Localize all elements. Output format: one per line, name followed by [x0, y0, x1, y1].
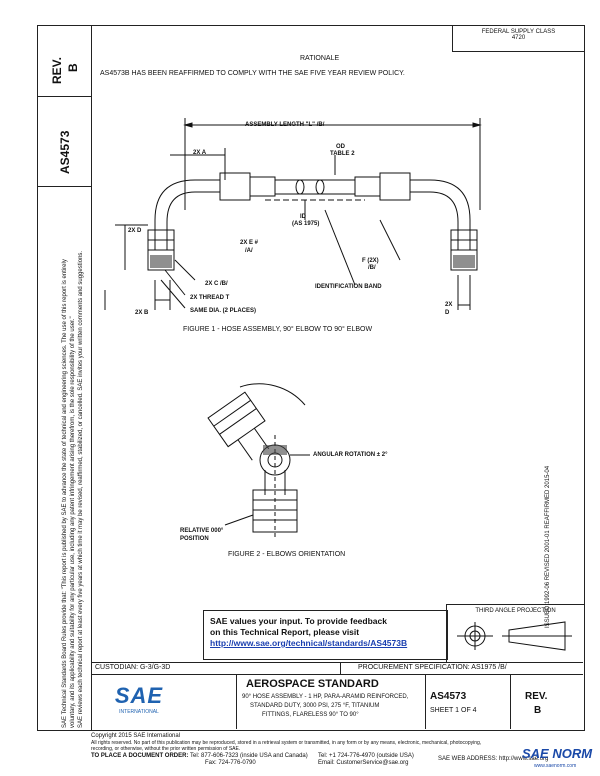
- disclaimer-line-2: voluntary, and its applicability and sui…: [70, 316, 76, 728]
- dim-2xe: 2X E #: [240, 240, 259, 246]
- position-label: POSITION: [180, 536, 209, 542]
- left-column: REV. B AS4573: [37, 25, 92, 731]
- federal-supply-label: FEDERAL SUPPLY CLASS: [481, 29, 556, 35]
- dim-f-sub: /B/: [368, 265, 376, 271]
- projection-symbol: [457, 621, 572, 651]
- watermark-logo: SAE NORM: [522, 746, 593, 761]
- dim-as1975: (AS 1975): [292, 221, 320, 227]
- disclaimer-line-3: SAE reviews each technical report at lea…: [78, 250, 84, 728]
- rev-label: REV.: [50, 57, 64, 84]
- feedback-link[interactable]: http://www.sae.org/technical/standards/A…: [210, 638, 408, 648]
- title-line-2: STANDARD DUTY, 3000 PSI, 275 °F, TITANIU…: [250, 703, 380, 709]
- rationale-text: AS4573B HAS BEEN REAFFIRMED TO COMPLY WI…: [100, 70, 405, 77]
- feedback-line-2: on this Technical Report, please visit: [210, 627, 360, 637]
- order-label: TO PLACE A DOCUMENT ORDER:: [91, 753, 189, 759]
- sae-logo-sub: INTERNATIONAL: [119, 709, 159, 715]
- email: Email: CustomerService@sae.org: [318, 760, 409, 766]
- feedback-line-1: SAE values your input. To provide feedba…: [210, 616, 387, 626]
- angular-rotation-label: ANGULAR ROTATION ± 2°: [313, 452, 388, 458]
- copyright: Copyright 2015 SAE International: [91, 733, 181, 739]
- projection-box: THIRD ANGLE PROJECTION: [446, 604, 584, 663]
- doc-number-cell: AS4573: [38, 96, 92, 187]
- identification-band-label: IDENTIFICATION BAND: [315, 284, 382, 290]
- figure-2-caption: FIGURE 2 - ELBOWS ORIENTATION: [228, 551, 346, 558]
- sae-logo-text: SAE: [114, 683, 164, 708]
- feedback-box: SAE values your input. To provide feedba…: [203, 610, 448, 660]
- figure-1-caption: FIGURE 1 - HOSE ASSEMBLY, 90° ELBOW TO 9…: [183, 326, 373, 333]
- dim-table2: TABLE 2: [330, 151, 355, 157]
- title-doc-number: AS4573: [430, 691, 467, 702]
- dim-id: ID: [300, 214, 306, 220]
- title-line-3: FITTINGS, FLARELESS 90° TO 90°: [262, 712, 359, 718]
- dim-same-dia: SAME DIA. (2 PLACES): [190, 308, 257, 314]
- federal-supply-number: 4720: [511, 35, 526, 41]
- dim-d-right: D: [445, 310, 450, 316]
- tel-1: Tel: 877-606-7323 (inside USA and Canada…: [190, 753, 308, 759]
- dim-2xd-left: 2X D: [128, 228, 142, 234]
- sae-logo: SAE INTERNATIONAL: [108, 683, 170, 719]
- federal-supply-box: FEDERAL SUPPLY CLASS 4720: [452, 25, 584, 52]
- web-address: SAE WEB ADDRESS: http://www.sae.org: [438, 756, 549, 762]
- page-frame: [91, 25, 585, 731]
- dim-a: /A/: [245, 248, 253, 254]
- dim-od: OD: [336, 144, 345, 150]
- figure-2-drawing: [207, 383, 310, 540]
- dim-2xb: 2X B: [135, 310, 149, 316]
- sheet-number: SHEET 1 OF 4: [430, 707, 477, 714]
- projection-label: THIRD ANGLE PROJECTION: [475, 608, 556, 614]
- relative-position-label: RELATIVE 000°: [180, 528, 224, 534]
- tel-2: Tel: +1 724-776-4970 (outside USA): [318, 753, 414, 759]
- rights-line-2: recording, or otherwise, without the pri…: [91, 746, 241, 752]
- rev-cell: REV. B: [38, 26, 92, 97]
- dim-f: F (2X): [362, 258, 379, 264]
- rights-line-1: All rights reserved. No part of this pub…: [91, 740, 482, 746]
- fax: Fax: 724-776-0790: [205, 760, 256, 766]
- dim-2xa: 2X A: [193, 150, 207, 156]
- aerospace-standard-title: AEROSPACE STANDARD: [246, 678, 379, 690]
- title-line-1: 90° HOSE ASSEMBLY - 1 HP, PARA-ARAMID RE…: [242, 694, 409, 700]
- title-rev-value: B: [534, 705, 542, 716]
- assembly-length-label: ASSEMBLY LENGTH "L" /B/: [245, 122, 325, 128]
- dim-2xd-right: 2X: [445, 302, 453, 308]
- figure-1-drawing: [104, 118, 482, 310]
- rationale-title: RATIONALE: [300, 55, 340, 62]
- custodian: CUSTODIAN: G-3/G-3D: [95, 664, 171, 671]
- procurement-spec: PROCUREMENT SPECIFICATION: AS1975 /B/: [358, 664, 507, 671]
- rev-value: B: [66, 63, 80, 72]
- disclaimer-line-1: SAE Technical Standards Board Rules prov…: [62, 259, 68, 728]
- dim-2xc: 2X C /B/: [205, 281, 228, 287]
- dim-2xthread: 2X THREAD T: [190, 295, 230, 301]
- title-rev-label: REV.: [525, 691, 548, 702]
- watermark-url: www.saenorm.com: [534, 763, 577, 769]
